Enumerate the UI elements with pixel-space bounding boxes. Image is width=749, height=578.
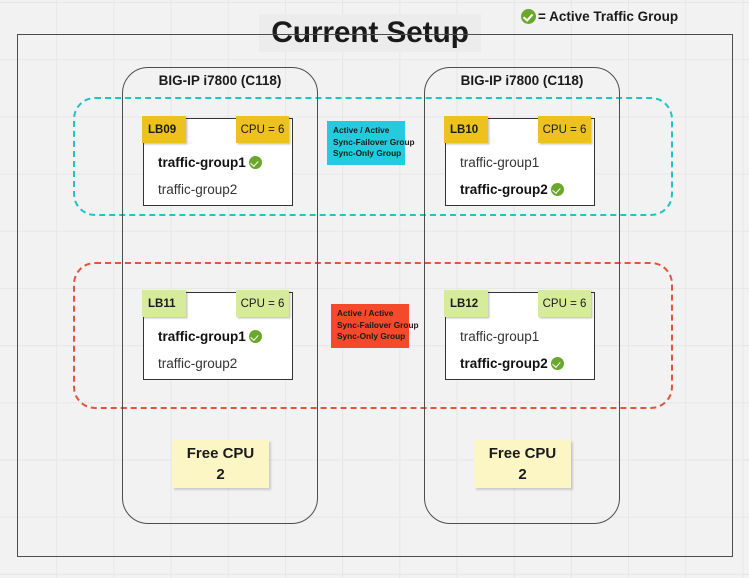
lb-name-tab: LB12: [444, 290, 488, 317]
green-check-circle-icon: [248, 156, 262, 169]
traffic-group-row[interactable]: traffic-group2: [158, 176, 292, 203]
sync-line-3: Sync-Only Group: [333, 148, 402, 158]
cpu-tag: CPU = 6: [538, 116, 591, 143]
sync-line-2: Sync-Failover Group: [337, 319, 419, 330]
title-banner: [259, 14, 481, 52]
sync-line-1: Active / Active: [337, 308, 394, 318]
cpu-tag: CPU = 6: [236, 116, 289, 143]
traffic-group-row[interactable]: traffic-group2: [158, 350, 292, 377]
sync-line-3: Sync-Only Group: [337, 331, 406, 341]
traffic-group-label: traffic-group2: [158, 182, 238, 197]
green-check-circle-icon: [248, 330, 262, 343]
free-cpu-value: 2: [216, 466, 225, 483]
lb-name-tab: LB10: [444, 116, 488, 143]
lb-name-tab: LB09: [142, 116, 186, 143]
sync-group-label-bottom: Active / Active Sync-Failover Group Sync…: [331, 304, 419, 348]
traffic-group-label: traffic-group1: [460, 329, 540, 344]
device-container-left: [122, 67, 318, 524]
page-title: Current Setup: [271, 16, 469, 49]
traffic-group-label: traffic-group1: [158, 329, 246, 344]
traffic-group-label: traffic-group1: [158, 155, 246, 170]
device-container-right: [424, 67, 620, 524]
traffic-group-row[interactable]: traffic-group1: [460, 323, 594, 350]
free-cpu-label: Free CPU: [488, 445, 557, 462]
free-cpu-box-right: Free CPU 2: [474, 440, 571, 488]
sync-line-2: Sync-Failover Group: [333, 136, 415, 147]
green-check-circle-icon: [550, 183, 564, 196]
traffic-group-list: traffic-group1 traffic-group2: [446, 323, 594, 377]
cpu-tag: CPU = 6: [236, 290, 289, 317]
lb-card-lb10[interactable]: LB10 CPU = 6 traffic-group1 traffic-grou…: [444, 116, 595, 206]
device-title-left: BIG-IP i7800 (C118): [158, 73, 282, 88]
lb-card-lb09[interactable]: LB09 CPU = 6 traffic-group1 traffic-grou…: [142, 116, 293, 206]
lb-card-lb11[interactable]: LB11 CPU = 6 traffic-group1 traffic-grou…: [142, 290, 293, 380]
free-cpu-value: 2: [518, 466, 527, 483]
sync-group-outline-bottom: [73, 262, 673, 409]
sync-line-1: Active / Active: [333, 125, 390, 135]
traffic-group-row[interactable]: traffic-group2: [460, 176, 594, 203]
traffic-group-row[interactable]: traffic-group1: [158, 323, 292, 350]
green-check-circle-icon: [521, 9, 536, 24]
traffic-group-row[interactable]: traffic-group2: [460, 350, 594, 377]
green-check-circle-icon: [550, 357, 564, 370]
traffic-group-label: traffic-group2: [460, 356, 548, 371]
traffic-group-list: traffic-group1 traffic-group2: [144, 323, 292, 377]
traffic-group-list: traffic-group1 traffic-group2: [446, 149, 594, 203]
traffic-group-label: traffic-group1: [460, 155, 540, 170]
cpu-tag: CPU = 6: [538, 290, 591, 317]
lb-name-tab: LB11: [142, 290, 186, 317]
free-cpu-box-left: Free CPU 2: [172, 440, 269, 488]
traffic-group-row[interactable]: traffic-group1: [158, 149, 292, 176]
legend-label: = Active Traffic Group: [538, 9, 679, 24]
sync-group-label-top: Active / Active Sync-Failover Group Sync…: [327, 121, 415, 165]
lb-card-lb12[interactable]: LB12 CPU = 6 traffic-group1 traffic-grou…: [444, 290, 595, 380]
legend: = Active Traffic Group: [521, 9, 678, 24]
device-title-right: BIG-IP i7800 (C118): [460, 73, 584, 88]
traffic-group-label: traffic-group2: [158, 356, 238, 371]
sync-group-outline-top: [73, 97, 673, 216]
free-cpu-label: Free CPU: [186, 445, 255, 462]
traffic-group-row[interactable]: traffic-group1: [460, 149, 594, 176]
traffic-group-list: traffic-group1 traffic-group2: [144, 149, 292, 203]
outer-frame: [17, 34, 733, 557]
traffic-group-label: traffic-group2: [460, 182, 548, 197]
